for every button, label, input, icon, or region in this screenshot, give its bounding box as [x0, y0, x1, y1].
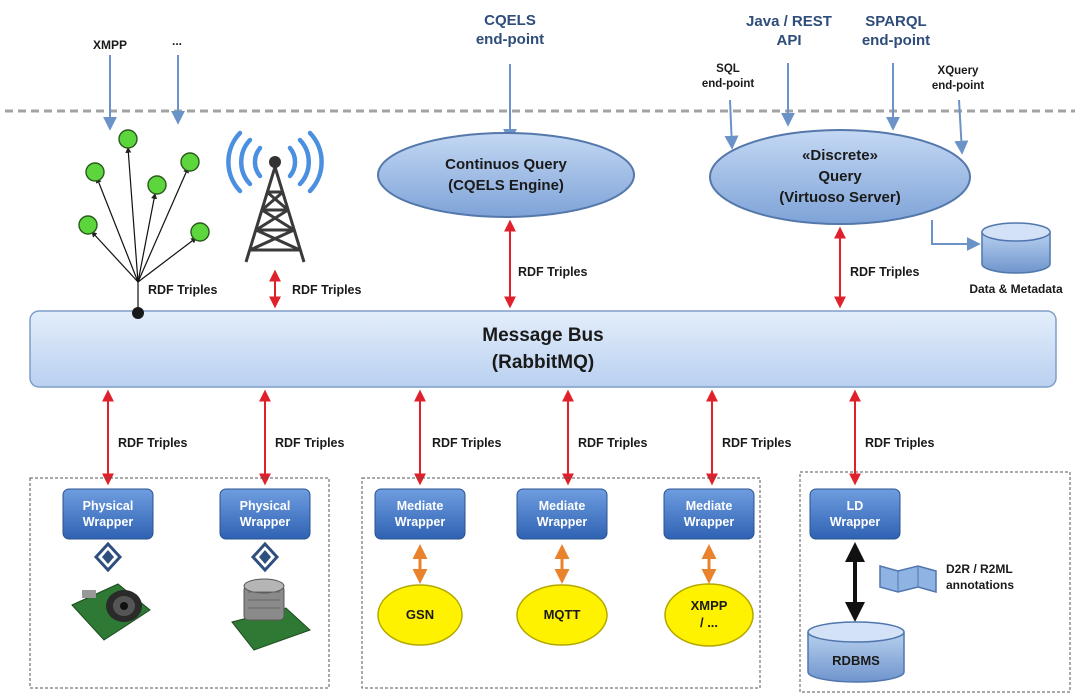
continuous-query-ellipse — [377, 132, 635, 218]
annotation-scroll-icon — [879, 565, 937, 593]
ld-wrapper — [809, 488, 901, 540]
rdf-triples-label: RDF Triples — [578, 436, 648, 450]
mediate-connectors — [412, 544, 717, 584]
xmpp-source — [664, 583, 754, 647]
endpoint-arrows — [103, 55, 969, 155]
gsn-label: GSN — [405, 607, 435, 622]
mqtt-source — [516, 584, 608, 646]
physical-wrapper-2 — [219, 488, 311, 540]
database-icon — [981, 222, 1051, 274]
rdf-arrows-lower — [102, 389, 861, 486]
physical-group-box — [29, 477, 330, 689]
rdf-triples-label: RDF Triples — [292, 283, 362, 297]
message-bus — [29, 310, 1057, 388]
message-bus-label: Message Bus(RabbitMQ) — [482, 325, 604, 373]
rdf-triples-label: RDF Triples — [432, 436, 502, 450]
rdbms-cylinder — [807, 621, 905, 683]
physical-connectors — [93, 541, 280, 573]
rdf-triples-label: RDF Triples — [275, 436, 345, 450]
rdbms-label: RDBMS — [832, 653, 880, 668]
radio-tower-icon — [226, 130, 324, 263]
rdf-triples-label: RDF Triples — [118, 436, 188, 450]
storage-connector — [931, 220, 981, 251]
rdf-triples-label: RDF Triples — [850, 265, 920, 279]
mqtt-label: MQTT — [543, 607, 581, 622]
discrete-query-ellipse — [709, 129, 971, 225]
rdf-triples-label: RDF Triples — [722, 436, 792, 450]
discrete-query-label: «Discrete»Query(Virtuoso Server) — [779, 147, 901, 206]
physical-wrapper-1 — [62, 488, 154, 540]
gsn-source — [377, 584, 463, 646]
mediate-wrapper-xmpp — [663, 488, 755, 540]
mediate-group-box — [361, 477, 761, 689]
rdf-triples-label: RDF Triples — [518, 265, 588, 279]
ellipsis-endpoint-label: ... — [171, 34, 183, 48]
ld-group-box — [799, 471, 1071, 693]
rdf-arrows-upper — [269, 219, 846, 309]
ultrasonic-sensor-icon — [71, 583, 151, 641]
data-metadata-label: Data & Metadata — [969, 282, 1063, 296]
mediate-wrapper-mqtt — [516, 488, 608, 540]
xmpp-source-label: XMPP/ ... — [690, 598, 728, 630]
continuous-query-label: Continuos Query(CQELS Engine) — [445, 156, 567, 194]
rdf-triples-label: RDF Triples — [148, 283, 218, 297]
rdf-triples-label: RDF Triples — [865, 436, 935, 450]
gas-sensor-icon — [231, 578, 311, 651]
sensor-network-icon — [78, 129, 210, 312]
mediate-wrapper-gsn — [374, 488, 466, 540]
sensor-network-hub — [132, 307, 144, 319]
xmpp-endpoint-label: XMPP — [92, 38, 128, 52]
